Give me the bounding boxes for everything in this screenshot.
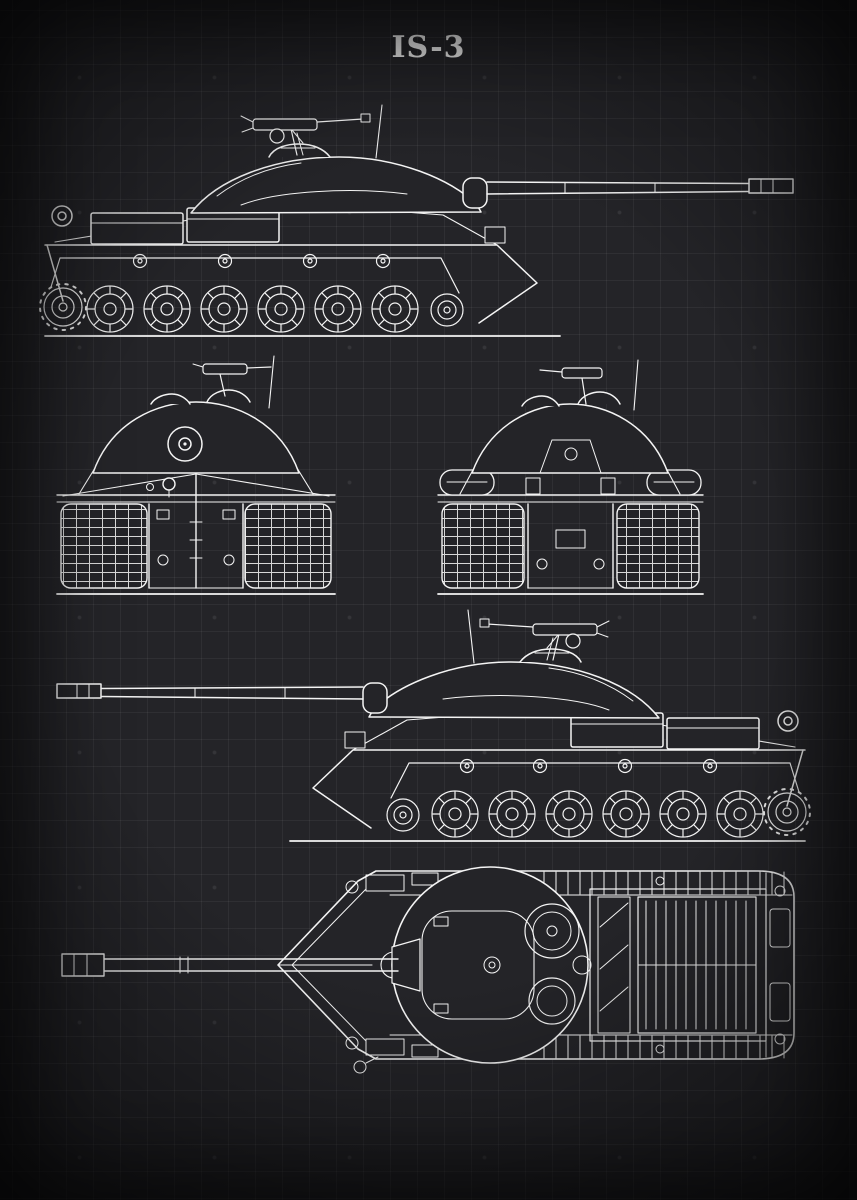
top-view: [61, 866, 795, 1074]
rear-view: [437, 359, 704, 595]
side-view-facing-right: [40, 105, 793, 336]
front-view: [56, 355, 336, 595]
side-view-facing-left: [57, 610, 810, 841]
poster-title: IS-3: [391, 30, 466, 65]
